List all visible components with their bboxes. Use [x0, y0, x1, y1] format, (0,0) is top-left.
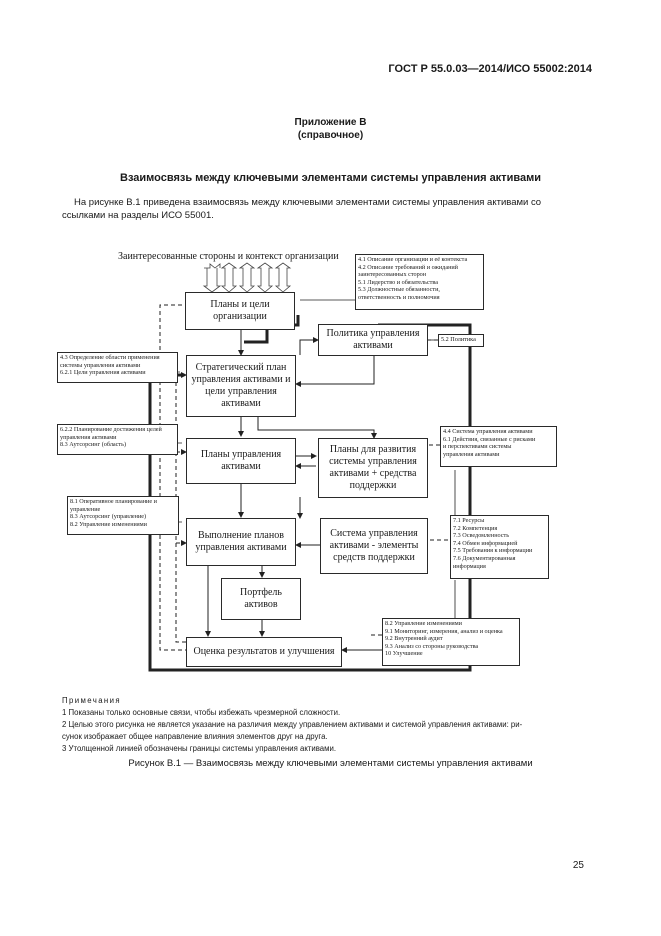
box-portfolio: Портфель активов [221, 578, 301, 620]
ref-line: 7.5 Требования к информации [453, 547, 533, 555]
ref-line: 4.1 Описание организации и её контекста [358, 256, 468, 263]
stakeholders-label: Заинтересованные стороны и контекст орга… [118, 251, 339, 262]
ref-line: 7.3 Осведомленность [453, 532, 510, 540]
stakeholder-arrows [202, 262, 292, 293]
diagram-connectors [148, 262, 472, 672]
ref-line: системы управления активами [60, 361, 141, 369]
box-policy: Политика управления активами [318, 324, 428, 356]
note-item: 2 Целью этого рисунка не является указан… [62, 720, 523, 729]
standard-header: ГОСТ Р 55.0.03—2014/ИСО 55002:2014 [388, 63, 592, 75]
ref-line: 8.2 Управление изменениями [70, 520, 147, 528]
ref-line: 4.4 Система управления активами [443, 428, 533, 435]
ref-line: 8.2 Управление изменениями [385, 620, 462, 627]
ref-line: 10 Улучшение [385, 650, 423, 658]
ref-line: 9.3 Анализ со стороны руководства [385, 642, 479, 650]
note-item: сунок изображает общее направление влиян… [62, 732, 328, 741]
ref-line: 7.4 Обмен информацией [453, 539, 518, 547]
ref-line: управления активами [60, 433, 117, 441]
box-evaluation: Оценка результатов и улучшения [186, 637, 342, 667]
section-heading: Взаимосвязь между ключевыми элементами с… [120, 172, 541, 184]
ref-line: 6.2.2 Планирование достижения целей [60, 426, 162, 433]
ref-line: 5.3 Должностные обязанности, [358, 286, 440, 294]
ref-line: 5.2 Политика [441, 336, 476, 343]
ref-line: и перспективами системы [443, 443, 512, 451]
note-item: 3 Утолщенной линией обозначены границы с… [62, 744, 337, 753]
box-strategic-plan: Стратегический план управления активами … [186, 355, 296, 417]
ref-line: информация [453, 562, 486, 570]
ref-policy: 5.2 Политика [438, 334, 484, 347]
appendix-subtitle: (справочное) [297, 130, 364, 141]
notes: Примечания 1 Показаны только основные св… [62, 695, 582, 755]
ref-line: 6.1 Действия, связанные с рисками [443, 435, 536, 443]
ref-line: 7.6 Документированная [453, 554, 516, 562]
ref-line: 9.1 Мониторинг, измерения, анализ и оцен… [385, 627, 503, 635]
ref-line: управление [70, 505, 101, 513]
box-execution: Выполнение планов управления активами [186, 518, 296, 566]
ref-line: 4.2 Описание требований и ожиданий [358, 263, 458, 271]
figure-caption: Рисунок В.1 — Взаимосвязь между ключевым… [128, 758, 533, 769]
box-dev-plans: Планы для развития системы управления ак… [318, 438, 428, 498]
intro-paragraph: На рисунке В.1 приведена взаимосвязь меж… [62, 197, 542, 221]
ref-line: ответственность и полномочия [358, 293, 440, 301]
box-plans-goals: Планы и цели организации [185, 292, 295, 330]
note-item: 1 Показаны только основные связи, чтобы … [62, 708, 341, 717]
ref-line: заинтересованных сторон [358, 271, 427, 279]
ref-line: 6.2.1 Цели управления активами [60, 369, 146, 377]
notes-title: Примечания [62, 696, 122, 705]
page-number: 25 [572, 860, 584, 871]
ref-line: 8.3 Аутсорсинг (область) [60, 441, 127, 449]
ref-line: управления активами [443, 450, 500, 458]
ref-line: 9.2 Внутренний аудит [385, 635, 443, 643]
ref-line: 8.3 Аутсорсинг (управление) [70, 513, 147, 521]
ref-line: 5.1 Лидерство и обязательства [358, 278, 438, 286]
ref-line: 7.1 Ресурсы [453, 517, 485, 524]
ref-line: 7.2 Компетенция [453, 524, 498, 532]
appendix-label: Приложение В [294, 117, 367, 128]
appendix-title: Приложение В (справочное) [0, 116, 661, 142]
ref-line: 8.1 Оперативное планирование и [70, 498, 157, 505]
box-system-elements: Система управления активами - элементы с… [320, 518, 428, 574]
box-am-plans: Планы управления активами [186, 438, 296, 484]
ref-line: 4.3 Определение области применения [60, 354, 160, 361]
